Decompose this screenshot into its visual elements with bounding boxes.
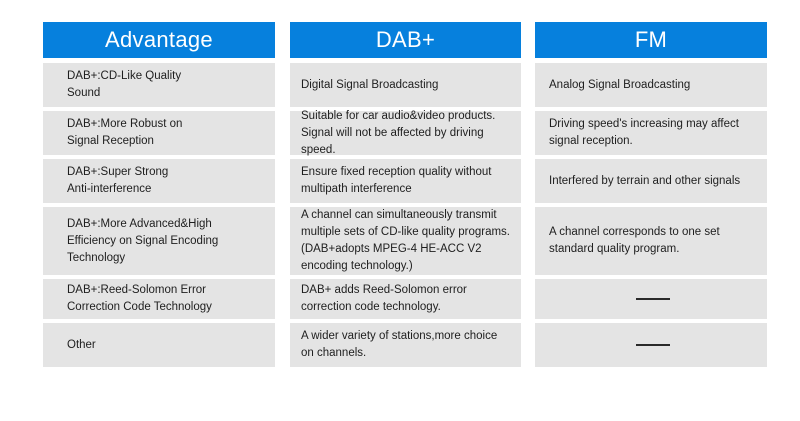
table-cell: DAB+:Reed-Solomon Error Correction Code … bbox=[43, 279, 275, 319]
cell-text: DAB+:More Advanced&High Efficiency on Si… bbox=[67, 217, 219, 264]
cell-text: Ensure fixed reception quality without m… bbox=[301, 166, 492, 195]
column-cells-fm: Analog Signal Broadcasting Driving speed… bbox=[535, 63, 767, 371]
cell-text: DAB+:Super Strong Anti-interference bbox=[67, 166, 169, 195]
table-cell: Ensure fixed reception quality without m… bbox=[290, 159, 521, 203]
table-cell: DAB+:Super Strong Anti-interference bbox=[43, 159, 275, 203]
comparison-table: Advantage DAB+:CD-Like Quality Sound DAB… bbox=[43, 22, 767, 371]
table-column-advantage: Advantage DAB+:CD-Like Quality Sound DAB… bbox=[43, 22, 275, 371]
column-header-fm: FM bbox=[535, 22, 767, 58]
table-cell: Driving speed's increasing may affect si… bbox=[535, 111, 767, 155]
cell-text: A channel corresponds to one set standar… bbox=[549, 226, 720, 255]
table-cell: Analog Signal Broadcasting bbox=[535, 63, 767, 107]
cell-text: DAB+:More Robust on Signal Reception bbox=[67, 118, 183, 147]
cell-text: DAB+ adds Reed-Solomon error correction … bbox=[301, 284, 467, 313]
table-cell-empty bbox=[535, 279, 767, 319]
table-cell: A channel corresponds to one set standar… bbox=[535, 207, 767, 275]
dash-icon bbox=[636, 344, 670, 346]
table-cell: DAB+:CD-Like Quality Sound bbox=[43, 63, 275, 107]
column-cells-dab-plus: Digital Signal Broadcasting Suitable for… bbox=[290, 63, 521, 371]
table-cell: Other bbox=[43, 323, 275, 367]
table-cell: DAB+:More Advanced&High Efficiency on Si… bbox=[43, 207, 275, 275]
cell-text: Digital Signal Broadcasting bbox=[301, 78, 439, 91]
column-header-dab-plus: DAB+ bbox=[290, 22, 521, 58]
table-cell: Interfered by terrain and other signals bbox=[535, 159, 767, 203]
table-cell: Suitable for car audio&video products. S… bbox=[290, 110, 521, 156]
cell-text: A channel can simultaneously transmit mu… bbox=[301, 209, 510, 272]
dash-icon bbox=[636, 298, 670, 300]
table-cell: DAB+:More Robust on Signal Reception bbox=[43, 111, 275, 155]
cell-text: Driving speed's increasing may affect si… bbox=[549, 118, 739, 147]
cell-text: Interfered by terrain and other signals bbox=[549, 174, 741, 187]
table-cell: DAB+ adds Reed-Solomon error correction … bbox=[290, 279, 521, 319]
table-cell-empty bbox=[535, 323, 767, 367]
table-cell: A channel can simultaneously transmit mu… bbox=[290, 207, 521, 275]
cell-text: Analog Signal Broadcasting bbox=[549, 78, 691, 91]
table-cell: Digital Signal Broadcasting bbox=[290, 63, 521, 107]
column-header-advantage: Advantage bbox=[43, 22, 275, 58]
cell-text: A wider variety of stations,more choice … bbox=[301, 330, 498, 359]
table-column-dab-plus: DAB+ Digital Signal Broadcasting Suitabl… bbox=[290, 22, 521, 371]
table-column-fm: FM Analog Signal Broadcasting Driving sp… bbox=[535, 22, 767, 371]
table-cell: A wider variety of stations,more choice … bbox=[290, 323, 521, 367]
column-cells-advantage: DAB+:CD-Like Quality Sound DAB+:More Rob… bbox=[43, 63, 275, 371]
cell-text: Suitable for car audio&video products. S… bbox=[301, 109, 496, 156]
cell-text: DAB+:CD-Like Quality Sound bbox=[67, 70, 182, 99]
cell-text: DAB+:Reed-Solomon Error Correction Code … bbox=[67, 284, 212, 313]
cell-text: Other bbox=[67, 338, 96, 351]
